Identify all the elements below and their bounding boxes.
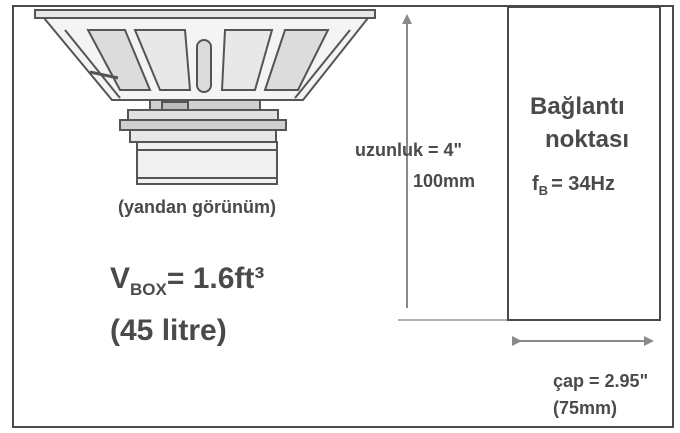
length-metric: 100mm [413, 171, 475, 191]
volume-formula: VBOX= 1.6ft³ [110, 262, 264, 299]
port-frequency-symbol: f [532, 173, 539, 195]
diameter-label: çap = 2.95" [553, 371, 648, 391]
port-frequency-subscript: B [539, 183, 548, 198]
port-title-line2: noktası [545, 126, 629, 153]
outer-frame [12, 5, 674, 428]
port-tube [507, 6, 661, 321]
volume-value: = 1.6ft³ [167, 262, 265, 295]
length-label: uzunluk = 4" [355, 140, 462, 160]
speaker-side-view-icon [34, 9, 376, 185]
volume-litres: (45 litre) [110, 314, 227, 347]
port-title-line1: Bağlantı [530, 93, 625, 120]
volume-subscript: BOX [130, 280, 168, 299]
diameter-metric: (75mm) [553, 398, 617, 418]
volume-symbol: V [110, 262, 130, 295]
port-frequency-value: = 34Hz [551, 173, 615, 195]
port-frequency: fB= 34Hz [532, 173, 615, 198]
speaker-caption: (yandan görünüm) [118, 197, 276, 217]
